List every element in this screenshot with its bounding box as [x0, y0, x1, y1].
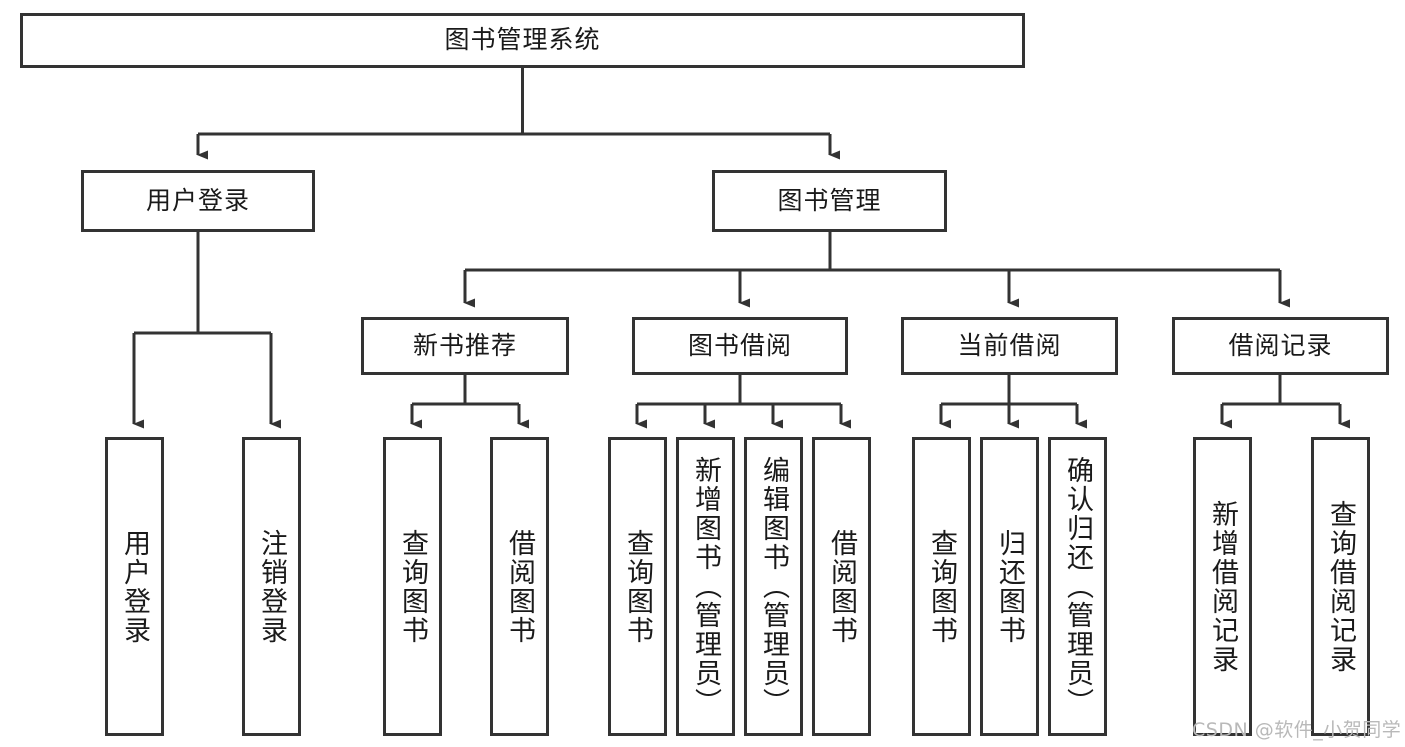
- node-leaf-add-record-label: 新增借阅记录: [1207, 499, 1238, 674]
- node-leaf-return-book-label: 归还图书: [994, 528, 1025, 645]
- node-user-login[interactable]: 用户登录: [81, 170, 315, 232]
- node-borrow-record[interactable]: 借阅记录: [1172, 317, 1389, 375]
- node-leaf-user-login-label: 用户登录: [119, 528, 150, 645]
- node-new-book-rec[interactable]: 新书推荐: [361, 317, 569, 375]
- node-book-borrow[interactable]: 图书借阅: [632, 317, 848, 375]
- node-book-borrow-label: 图书借阅: [687, 330, 792, 360]
- node-leaf-user-login[interactable]: 用户登录: [105, 437, 164, 736]
- node-leaf-borrow-book-2[interactable]: 借阅图书: [812, 437, 871, 736]
- node-leaf-query-record-label: 查询借阅记录: [1325, 499, 1356, 674]
- node-leaf-add-record[interactable]: 新增借阅记录: [1193, 437, 1252, 736]
- node-leaf-borrow-book-1[interactable]: 借阅图书: [490, 437, 549, 736]
- node-root-label: 图书管理系统: [444, 25, 601, 55]
- node-user-login-label: 用户登录: [145, 185, 250, 215]
- node-leaf-return-book[interactable]: 归还图书: [980, 437, 1039, 736]
- node-leaf-borrow-book-2-label: 借阅图书: [826, 528, 857, 645]
- node-current-borrow-label: 当前借阅: [957, 330, 1062, 360]
- node-leaf-add-book[interactable]: 新增图书（管理员）: [676, 437, 735, 736]
- node-book-manage-label: 图书管理: [777, 185, 882, 215]
- node-leaf-user-logout-label: 注销登录: [256, 528, 287, 645]
- node-leaf-borrow-book-1-label: 借阅图书: [504, 528, 535, 645]
- node-leaf-user-logout[interactable]: 注销登录: [242, 437, 301, 736]
- node-borrow-record-label: 借阅记录: [1228, 330, 1333, 360]
- node-new-book-rec-label: 新书推荐: [412, 330, 517, 360]
- node-leaf-edit-book[interactable]: 编辑图书（管理员）: [744, 437, 803, 736]
- node-leaf-confirm-return-label: 确认归还（管理员）: [1062, 456, 1093, 717]
- node-book-manage[interactable]: 图书管理: [712, 170, 947, 232]
- csdn-watermark: CSDN @软件_小贺同学: [1192, 719, 1402, 741]
- node-leaf-query-book-2-label: 查询图书: [622, 528, 653, 645]
- node-leaf-add-book-label: 新增图书（管理员）: [690, 456, 721, 717]
- node-leaf-query-book-1-label: 查询图书: [397, 528, 428, 645]
- node-leaf-query-book-1[interactable]: 查询图书: [383, 437, 442, 736]
- node-root[interactable]: 图书管理系统: [20, 13, 1025, 68]
- node-current-borrow[interactable]: 当前借阅: [901, 317, 1118, 375]
- node-leaf-query-book-3-label: 查询图书: [926, 528, 957, 645]
- node-leaf-confirm-return[interactable]: 确认归还（管理员）: [1048, 437, 1107, 736]
- node-leaf-query-book-3[interactable]: 查询图书: [912, 437, 971, 736]
- node-leaf-query-book-2[interactable]: 查询图书: [608, 437, 667, 736]
- node-leaf-edit-book-label: 编辑图书（管理员）: [758, 456, 789, 717]
- node-leaf-query-record[interactable]: 查询借阅记录: [1311, 437, 1370, 736]
